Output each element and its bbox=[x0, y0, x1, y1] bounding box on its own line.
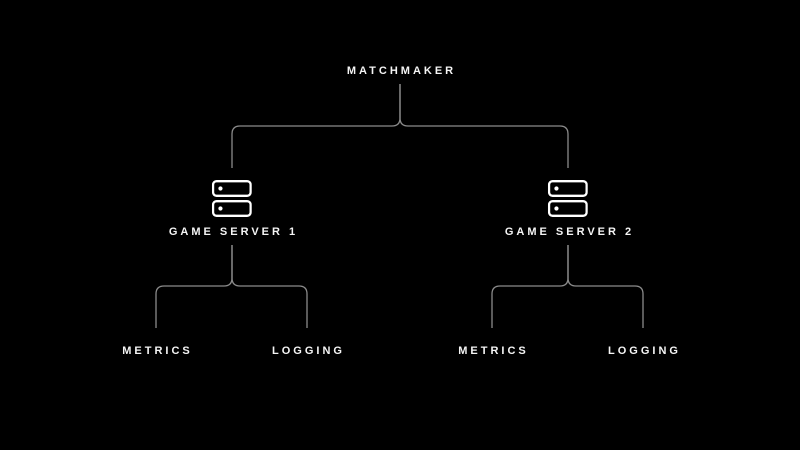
node-label: METRICS bbox=[122, 345, 193, 357]
node-label: LOGGING bbox=[272, 345, 345, 357]
node-label: GAME SERVER 2 bbox=[504, 226, 635, 238]
node-metrics-server-2: METRICS bbox=[455, 341, 529, 359]
server-icon bbox=[548, 180, 588, 217]
node-game-server-2: GAME SERVER 2 bbox=[502, 180, 634, 238]
node-label: MATCHMAKER bbox=[346, 65, 457, 77]
node-metrics-server-1: METRICS bbox=[119, 341, 193, 359]
server-icon bbox=[212, 180, 252, 217]
connector-path bbox=[491, 245, 569, 328]
connector-path bbox=[155, 245, 233, 328]
node-logging-server-2: LOGGING bbox=[605, 341, 681, 359]
node-game-server-1: GAME SERVER 1 bbox=[166, 180, 298, 238]
node-matchmaker: MATCHMAKER bbox=[344, 61, 456, 79]
node-logging-server-1: LOGGING bbox=[269, 341, 345, 359]
node-label: METRICS bbox=[458, 345, 529, 357]
connector-path bbox=[567, 245, 644, 328]
connector-path bbox=[399, 84, 569, 168]
connector-path bbox=[231, 84, 401, 168]
node-label: GAME SERVER 1 bbox=[168, 226, 299, 238]
node-label: LOGGING bbox=[608, 345, 681, 357]
connector-path bbox=[231, 245, 308, 328]
